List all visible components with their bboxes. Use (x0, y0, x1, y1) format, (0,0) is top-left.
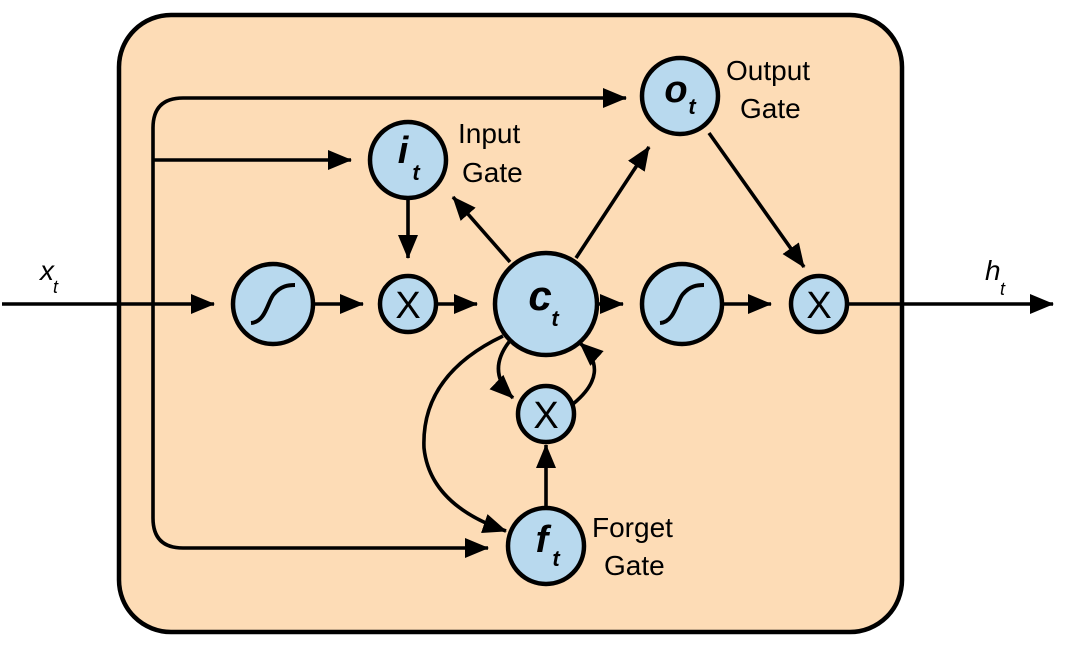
forget-gate-node: f t (505, 505, 587, 587)
output-gate-symbol: o (664, 69, 687, 111)
connections (2, 88, 1054, 558)
output-gate-node: o t (639, 55, 721, 137)
forget-gate-symbol: f (536, 519, 552, 561)
input-label-subscript: t (53, 277, 59, 297)
output-gate-label-line2: Gate (740, 93, 801, 124)
multiply-node-forget: X (515, 383, 577, 445)
input-gate-label-line2: Gate (462, 157, 523, 188)
forget-gate-label-line2: Gate (604, 550, 665, 581)
input-gate-node: i t (367, 119, 449, 201)
forget-gate-subscript: t (552, 546, 561, 571)
forget-gate-label-line1: Forget (592, 512, 673, 543)
output-gate-label-line1: Output (726, 55, 810, 86)
input-gate-symbol: i (398, 130, 410, 172)
multiply-node-input: X (377, 273, 439, 335)
input-gate-label-line1: Input (458, 118, 520, 149)
cell-state-subscript: t (551, 306, 560, 331)
activation-node-output (639, 261, 725, 347)
multiply-symbol: X (806, 285, 831, 327)
input-label: x (38, 255, 55, 286)
sigmoid-curve-icon (250, 283, 296, 325)
multiply-symbol: X (395, 285, 420, 327)
output-label-subscript: t (1000, 279, 1006, 299)
multiply-node-output: X (788, 273, 850, 335)
output-gate-subscript: t (688, 94, 697, 119)
output-label: h (985, 255, 1001, 286)
sigmoid-curve-icon (659, 283, 705, 325)
input-gate-subscript: t (412, 160, 421, 185)
activation-node-input (230, 261, 316, 347)
cell-state-symbol: c (528, 272, 551, 319)
cell-state-node: c t (492, 250, 600, 358)
multiply-symbol: X (533, 395, 558, 437)
